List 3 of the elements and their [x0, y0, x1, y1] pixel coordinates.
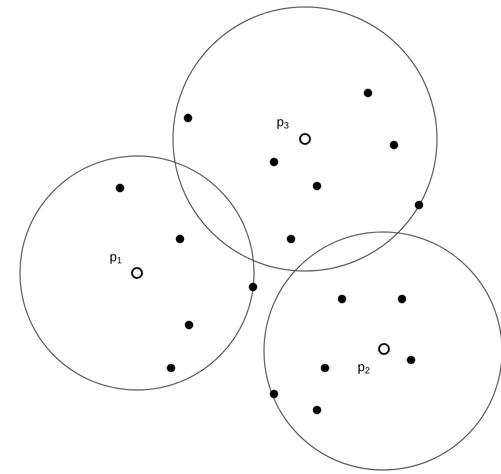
- point-label: p$_{2}$: [358, 364, 370, 374]
- point-label: p$_{3}$: [277, 119, 288, 129]
- point-label: p$_{1}$: [110, 254, 122, 264]
